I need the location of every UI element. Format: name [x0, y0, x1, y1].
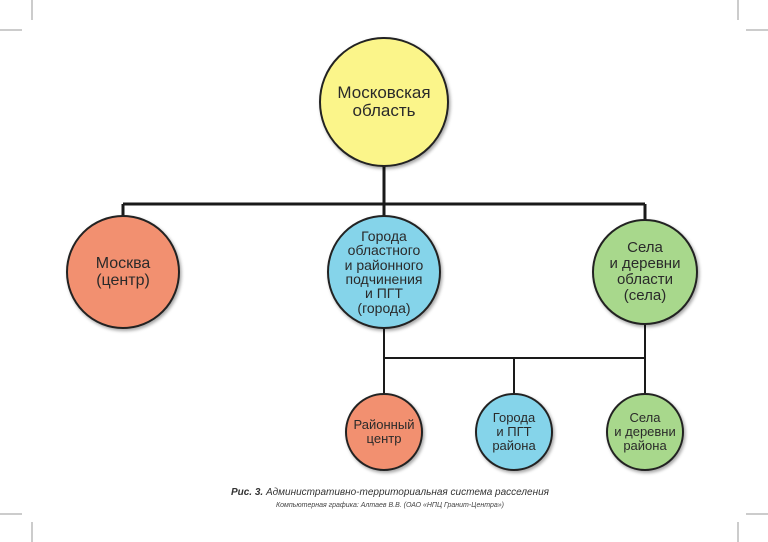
node-cities-label: Города областного и районного подчинения…	[344, 228, 424, 316]
node-district-center-circle	[345, 393, 423, 471]
node-root-circle	[319, 37, 449, 167]
figure-credit: Компьютерная графика: Алтаев В.В. (ОАО «…	[276, 502, 504, 509]
node-moscow-circle	[66, 215, 180, 329]
figure-caption: Рис. 3. Административно-территориальная …	[160, 487, 620, 498]
node-district-cities-label: Города и ПГТ района	[492, 409, 536, 454]
node-villages-label: Села и деревни области (села)	[609, 238, 681, 305]
node-root-label: Московская область	[337, 82, 431, 120]
node-cities-circle	[327, 215, 441, 329]
node-villages-circle	[592, 219, 698, 325]
node-moscow-label: Москва (центр)	[95, 254, 151, 289]
figure-number: Рис. 3.	[230, 487, 264, 498]
sub-connector-lines	[383, 324, 646, 394]
node-district-villages-circle	[606, 393, 684, 471]
node-district-center-label: Районный центр	[353, 416, 415, 446]
node-district-villages-label: Села и деревни района	[614, 409, 676, 454]
figure-title: Административно-территориальная система …	[265, 487, 550, 498]
connector-lines	[121, 160, 647, 222]
node-district-cities-circle	[475, 393, 553, 471]
